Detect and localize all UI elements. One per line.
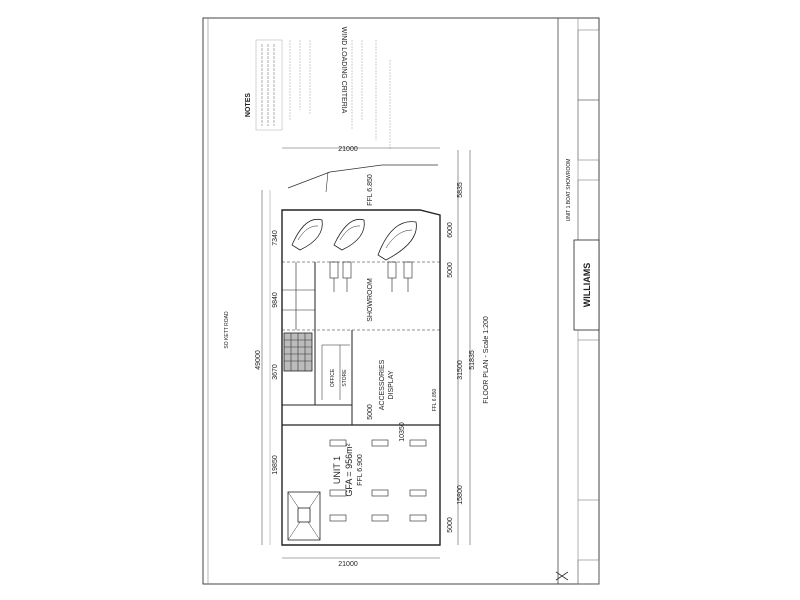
dimension-left: 49000 7340 9840 3670 19850	[255, 190, 279, 545]
stair-block	[283, 332, 313, 372]
svg-text:5835: 5835	[457, 182, 464, 198]
road-label: SO KETT ROAD	[224, 311, 230, 349]
svg-text:19850: 19850	[272, 455, 279, 475]
notes-title: NOTES	[245, 93, 252, 117]
dimension-bottom: 21000	[282, 557, 440, 568]
room-office: OFFICE	[330, 368, 336, 387]
north-symbol	[555, 571, 569, 581]
room-gfa: GFA = 956m²	[344, 443, 354, 496]
boat-1	[291, 218, 323, 251]
svg-text:21000: 21000	[338, 146, 358, 153]
svg-text:7340: 7340	[272, 230, 279, 246]
room-ffl-unit: FFL 6.900	[357, 454, 364, 486]
svg-text:3670: 3670	[272, 364, 279, 380]
room-unit: UNIT 1	[332, 456, 342, 484]
dimension-right: 31500 51835 5835 6000 5000 15800 5000	[447, 150, 476, 545]
building-outline	[281, 164, 441, 546]
parking-bays	[329, 439, 427, 522]
svg-text:5000: 5000	[447, 517, 454, 533]
boat-2	[333, 218, 365, 251]
svg-text:5000: 5000	[447, 262, 454, 278]
room-accessories: ACCESSORIES	[379, 359, 386, 410]
room-store: STORE	[342, 369, 348, 387]
plan-title: FLOOR PLAN - Scale 1:200	[483, 316, 490, 404]
loading-area	[287, 491, 321, 541]
dim-mid-b: 5000	[367, 404, 374, 420]
svg-text:31500: 31500	[457, 360, 464, 380]
company-logo-text: WILLIAMS	[582, 263, 592, 308]
notes-block: NOTES WIND LOADING CRITERIA	[245, 27, 391, 150]
sheet-border	[202, 17, 600, 585]
boat-3	[377, 221, 417, 261]
svg-text:6000: 6000	[447, 222, 454, 238]
svg-text:51835: 51835	[469, 350, 476, 370]
boundary-line-top	[287, 164, 438, 189]
dim-mid-a: 10350	[399, 422, 406, 442]
wind-loading-title: WIND LOADING CRITERIA	[340, 27, 347, 114]
interior-walls	[282, 261, 440, 426]
dimension-top: 21000	[282, 146, 440, 153]
title-block: WILLIAMS UNIT 1 BOAT SHOWROOM	[555, 17, 600, 585]
ffl-mid: FFL 6.850	[432, 388, 438, 411]
project-title: UNIT 1 BOAT SHOWROOM	[566, 159, 572, 222]
svg-text:9840: 9840	[272, 292, 279, 308]
trailers	[329, 261, 413, 292]
room-showroom: SHOWROOM	[367, 278, 374, 322]
svg-text:49000: 49000	[255, 350, 262, 370]
svg-text:15800: 15800	[457, 485, 464, 505]
room-accessories-display: DISPLAY	[388, 370, 395, 399]
svg-text:21000: 21000	[338, 561, 358, 568]
ffl-top: FFL 6.850	[367, 174, 374, 206]
